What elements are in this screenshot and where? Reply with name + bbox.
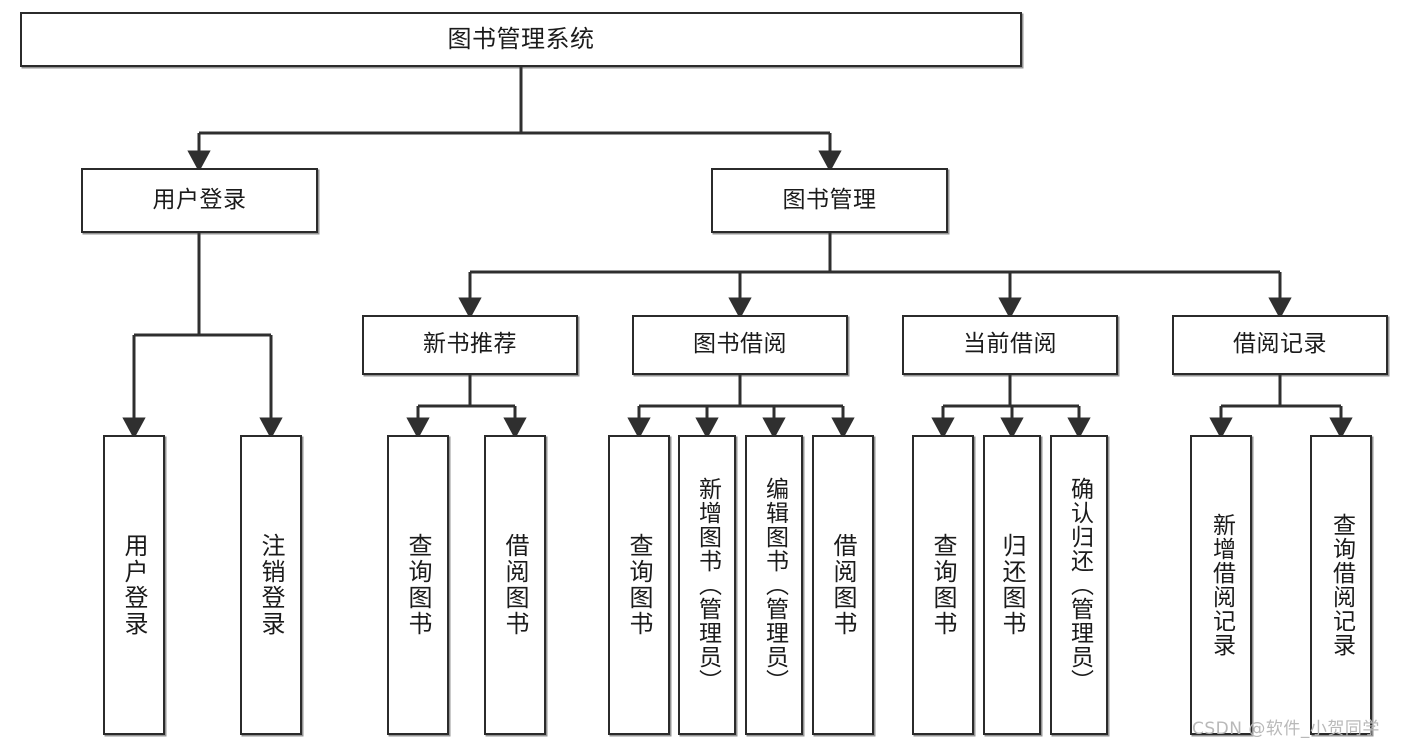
node-label: 归还图书 [998, 533, 1026, 637]
node-label: 新增借阅记录 [1208, 513, 1235, 657]
node-root-book-management-system[interactable]: 图书管理系统 [20, 12, 1022, 67]
node-label: 新增图书（管理员） [694, 477, 721, 693]
node-label: 借阅记录 [1233, 331, 1327, 358]
leaf-query-borrow-record[interactable]: 查询借阅记录 [1310, 435, 1372, 735]
leaf-add-book-admin[interactable]: 新增图书（管理员） [678, 435, 736, 735]
node-book-management[interactable]: 图书管理 [711, 168, 948, 233]
leaf-borrow-books-new[interactable]: 借阅图书 [484, 435, 546, 735]
leaf-confirm-return-admin[interactable]: 确认归还（管理员） [1050, 435, 1108, 735]
csdn-watermark: CSDN @软件_小贺同学 [1192, 719, 1380, 739]
node-label: 用户登录 [152, 186, 247, 213]
node-label: 新书推荐 [423, 331, 517, 358]
node-label: 当前借阅 [963, 331, 1057, 358]
node-label: 编辑图书（管理员） [761, 477, 788, 693]
node-new-book-recommendation[interactable]: 新书推荐 [362, 315, 578, 375]
leaf-return-books[interactable]: 归还图书 [983, 435, 1041, 735]
node-label: 查询图书 [625, 533, 653, 637]
node-label: 图书管理系统 [447, 25, 595, 54]
node-label: 注销登录 [257, 533, 285, 637]
node-label: 查询图书 [404, 533, 432, 637]
node-label: 用户登录 [120, 533, 148, 637]
node-current-borrowing[interactable]: 当前借阅 [902, 315, 1118, 375]
node-label: 借阅图书 [829, 533, 857, 637]
leaf-logout-login[interactable]: 注销登录 [240, 435, 302, 735]
node-label: 图书管理 [782, 186, 877, 213]
leaf-query-books-current[interactable]: 查询图书 [912, 435, 974, 735]
node-borrowing-records[interactable]: 借阅记录 [1172, 315, 1388, 375]
node-label: 图书借阅 [693, 331, 787, 358]
leaf-edit-book-admin[interactable]: 编辑图书（管理员） [745, 435, 803, 735]
leaf-borrow-books[interactable]: 借阅图书 [812, 435, 874, 735]
node-label: 查询借阅记录 [1328, 513, 1355, 657]
node-label: 借阅图书 [501, 533, 529, 637]
leaf-user-login[interactable]: 用户登录 [103, 435, 165, 735]
leaf-query-books-new[interactable]: 查询图书 [387, 435, 449, 735]
node-book-borrowing[interactable]: 图书借阅 [632, 315, 848, 375]
node-label: 查询图书 [929, 533, 957, 637]
leaf-add-borrow-record[interactable]: 新增借阅记录 [1190, 435, 1252, 735]
node-label: 确认归还（管理员） [1066, 477, 1093, 693]
leaf-query-books-borrow[interactable]: 查询图书 [608, 435, 670, 735]
node-user-login[interactable]: 用户登录 [81, 168, 318, 233]
